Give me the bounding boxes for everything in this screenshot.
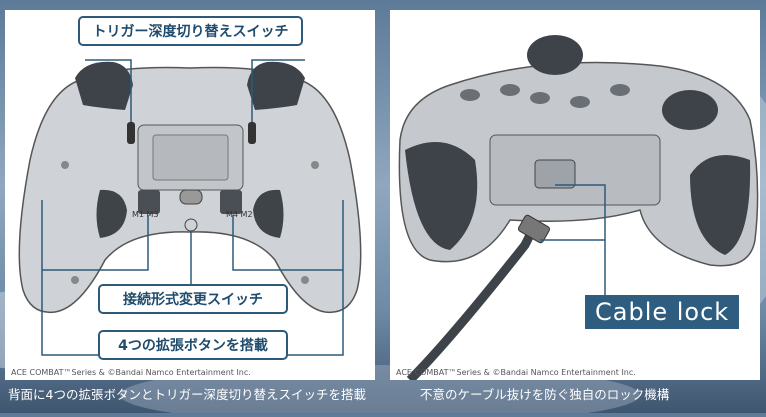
controller-rear-illustration [18, 59, 362, 356]
label-m1-m3: M1 M3 [132, 210, 159, 219]
copyright-left: ACE COMBAT™Series & ©Bandai Namco Entert… [11, 368, 251, 377]
rear-view-panel: M1 M3 M4 M2 トリガー深度切り替えスイッチ 接続形式変更スイッチ 4つ… [5, 10, 375, 380]
copyright-right: ACE COMBAT™Series & ©Bandai Namco Entert… [396, 368, 636, 377]
label-m4-m2: M4 M2 [226, 210, 253, 219]
cable-lock-tag: Cable lock [585, 295, 740, 329]
callout-trigger-depth-switch: トリガー深度切り替えスイッチ [78, 16, 303, 46]
cable-lock-panel: Cable lock ACE COMBAT™Series & ©Bandai N… [390, 10, 760, 380]
controller-top-illustration [398, 35, 759, 380]
callout-extension-buttons: 4つの拡張ボタンを搭載 [98, 330, 288, 360]
caption-right: 不意のケーブル抜けを防ぐ独自のロック機構 [420, 387, 670, 402]
callout-connection-mode-switch: 接続形式変更スイッチ [98, 284, 288, 314]
caption-left: 背面に4つの拡張ボタンとトリガー深度切り替えスイッチを搭載 [8, 387, 366, 402]
